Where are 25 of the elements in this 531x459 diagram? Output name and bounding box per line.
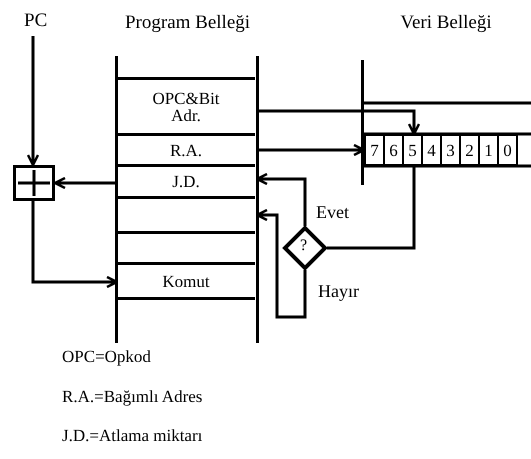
- bit-cell: 6: [383, 134, 404, 166]
- question-mark: ?: [300, 238, 308, 254]
- bit-cell: 0: [497, 134, 518, 166]
- edge-label: Hayır: [318, 282, 359, 300]
- connector-line: [327, 166, 416, 250]
- arrow: [54, 176, 117, 190]
- pc-label: PC: [24, 10, 54, 36]
- abbreviation-note: OPC=Opkod: [62, 348, 151, 365]
- bit-cell: 2: [459, 134, 480, 166]
- arrow: [26, 36, 40, 166]
- bit-cell: 1: [478, 134, 499, 166]
- memory-row: Komut: [117, 262, 255, 300]
- bit-cell: 7: [364, 134, 385, 166]
- edge-label: Evet: [316, 203, 349, 221]
- bit-cell: 4: [421, 134, 442, 166]
- abbreviation-note: J.D.=Atlama miktarı: [62, 427, 202, 444]
- memory-row: OPC&Bit Adr.: [117, 77, 255, 133]
- memory-title: Veri Belleği: [399, 12, 493, 34]
- memory-row: J.D.: [117, 164, 255, 196]
- memory-row: R.A.: [117, 133, 255, 164]
- arrow: [257, 110, 420, 136]
- abbreviation-note: R.A.=Bağımlı Adres: [62, 388, 202, 405]
- bit-cell: 5: [402, 134, 423, 166]
- bit-cell: 3: [440, 134, 461, 166]
- memory-title: Program Belleği: [124, 12, 252, 34]
